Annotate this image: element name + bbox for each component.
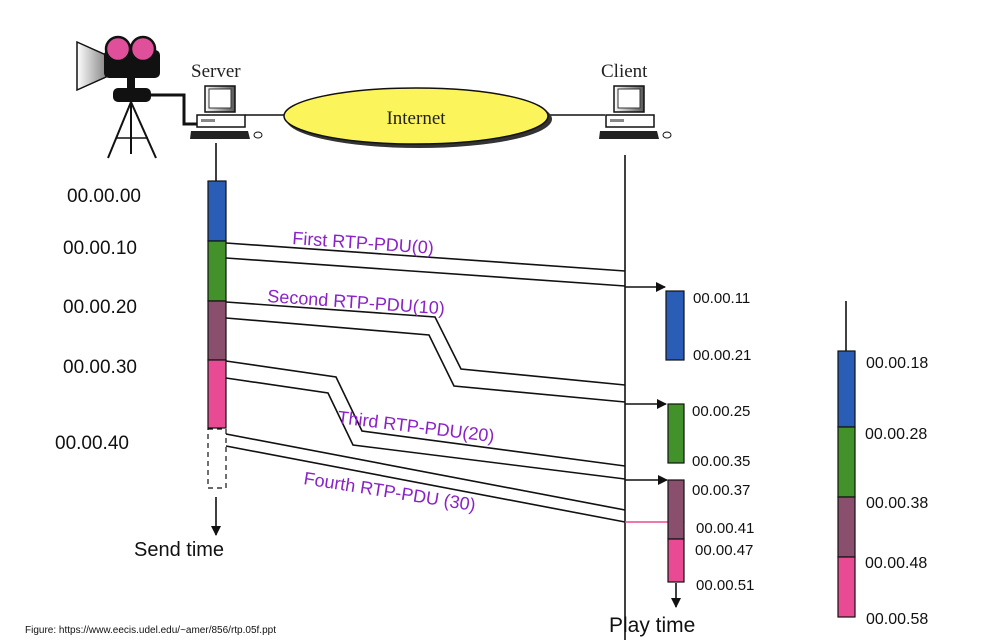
send-time-label-3: 00.00.30	[63, 357, 137, 378]
buffered-block-0	[837, 350, 856, 428]
play-end-1: 00.00.35	[692, 453, 750, 470]
play-end-2: 00.00.41	[696, 520, 754, 537]
send-block-pending	[207, 428, 227, 489]
packet-label-1: Second RTP-PDU(10)	[267, 286, 446, 318]
packet-label-2: Third RTP-PDU(20)	[337, 407, 496, 446]
play-block-0	[665, 290, 685, 361]
buffered-time-2: 00.00.38	[866, 495, 928, 512]
play-block-2	[667, 479, 685, 540]
play-block-3	[667, 538, 685, 583]
play-start-2: 00.00.37	[692, 482, 750, 499]
send-block-1	[207, 240, 227, 302]
client-label: Client	[601, 61, 648, 82]
figure-caption: Figure: https://www.eecis.udel.edu/~amer…	[25, 625, 276, 636]
play-end-3: 00.00.51	[696, 577, 754, 594]
play-time-axis-label: Play time	[609, 614, 695, 637]
send-time-label-2: 00.00.20	[63, 297, 137, 318]
server-computer-icon	[190, 85, 263, 139]
send-block-0	[207, 180, 227, 242]
buffered-time-3: 00.00.48	[865, 555, 927, 572]
internet-label: Internet	[386, 108, 446, 129]
send-time-label-4: 00.00.40	[55, 433, 129, 454]
send-time-label-1: 00.00.10	[63, 238, 137, 259]
client-computer-icon	[599, 85, 672, 139]
buffered-block-1	[837, 426, 856, 498]
play-start-0: 00.00.11	[693, 290, 750, 307]
play-start-1: 00.00.25	[692, 403, 750, 420]
packet-path-0	[225, 242, 626, 287]
buffered-time-4: 00.00.58	[866, 611, 928, 628]
send-time-label-0: 00.00.00	[67, 186, 141, 207]
play-start-3: 00.00.47	[695, 542, 753, 559]
send-block-2	[207, 300, 227, 361]
packet-path-3	[225, 433, 626, 523]
send-block-3	[207, 359, 227, 429]
packet-label-3: Fourth RTP-PDU (30)	[302, 468, 477, 515]
buffered-time-0: 00.00.18	[866, 355, 928, 372]
buffered-block-3	[837, 556, 856, 618]
internet-cloud	[283, 87, 549, 145]
video-camera-icon	[76, 35, 197, 159]
server-label: Server	[191, 61, 241, 82]
play-block-1	[667, 403, 685, 464]
play-end-0: 00.00.21	[693, 347, 751, 364]
packet-path-1	[225, 301, 626, 403]
packet-path-2	[225, 360, 626, 480]
buffered-block-2	[837, 496, 856, 558]
send-time-axis-label: Send time	[134, 539, 224, 561]
buffered-time-1: 00.00.28	[865, 426, 927, 443]
